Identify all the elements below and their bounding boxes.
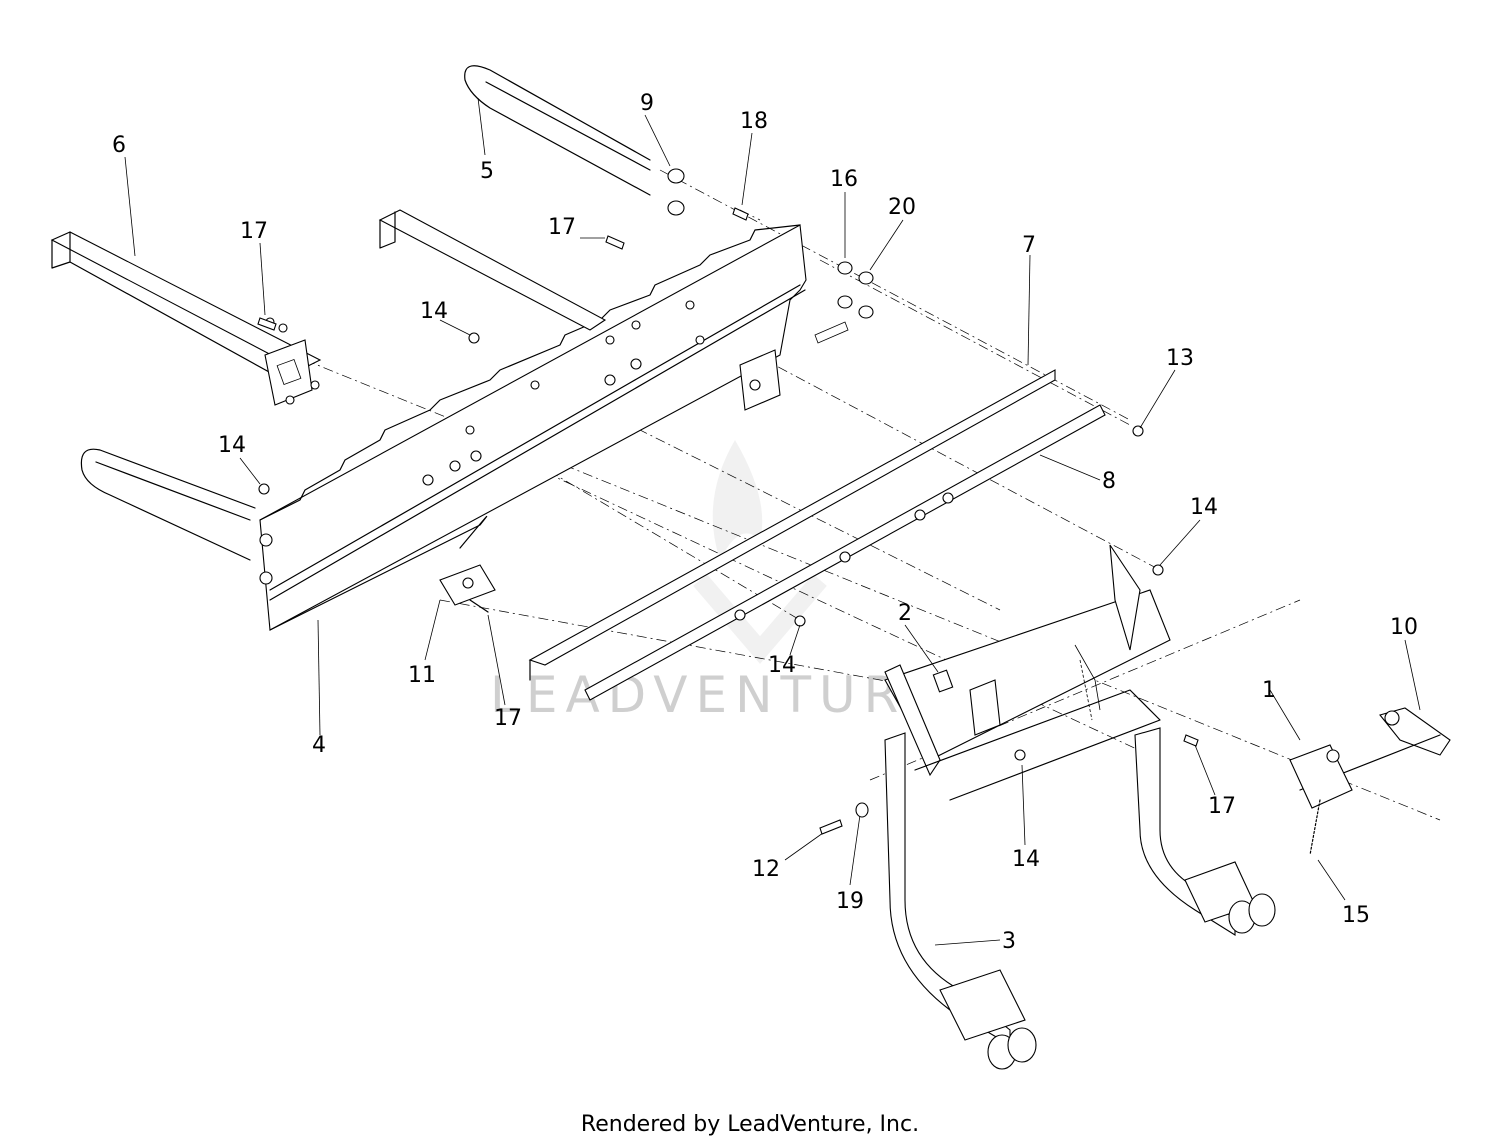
callout-15: 15 [1342,903,1370,928]
callout-20: 20 [888,195,916,220]
callout-12: 12 [752,857,780,882]
callout-19: 19 [836,889,864,914]
callout-17-b: 17 [548,215,576,240]
callout-14-a: 14 [420,299,448,324]
callout-3: 3 [1002,929,1016,954]
callout-18: 18 [740,109,768,134]
callout-17-a: 17 [240,219,268,244]
hardware-parts [257,207,1199,761]
part-7-strip [528,369,1056,681]
rendered-by-footer: Rendered by LeadVenture, Inc. [580,1112,920,1137]
part-10-latch [1289,707,1451,856]
callout-16: 16 [830,167,858,192]
leadventure-watermark-logo [693,440,827,664]
part-8-strip [584,404,1106,701]
bolt-heads-row [422,300,705,486]
callout-10: 10 [1390,615,1418,640]
part-5-u-rod [464,65,685,216]
callout-4: 4 [312,733,326,758]
callout-5: 5 [480,159,494,184]
callout-17-c: 17 [1208,794,1236,819]
part-5-lower-u-rod [80,448,256,561]
callout-1: 1 [1262,678,1276,703]
callout-13: 13 [1166,346,1194,371]
callout-8: 8 [1102,469,1116,494]
part-6-arm [50,231,322,406]
callout-7: 7 [1022,233,1036,258]
callout-17-d: 17 [494,706,522,731]
callout-14-e: 14 [1012,847,1040,872]
callout-2: 2 [898,601,912,626]
callout-14-b: 14 [218,433,246,458]
callout-11: 11 [408,663,436,688]
callout-14-d: 14 [768,653,796,678]
callout-labels: 9 18 5 6 17 17 16 20 14 14 7 13 8 14 2 1… [112,91,1418,954]
part-11-bracket [439,564,496,613]
callout-9: 9 [640,91,654,116]
callout-14-c: 14 [1190,495,1218,520]
part-3-hitch-frame [884,544,1276,1070]
leader-lines [124,97,1421,946]
part-4-main-bracket [259,209,849,631]
callout-6: 6 [112,133,126,158]
watermark-text: LEADVENTURE [490,666,946,724]
